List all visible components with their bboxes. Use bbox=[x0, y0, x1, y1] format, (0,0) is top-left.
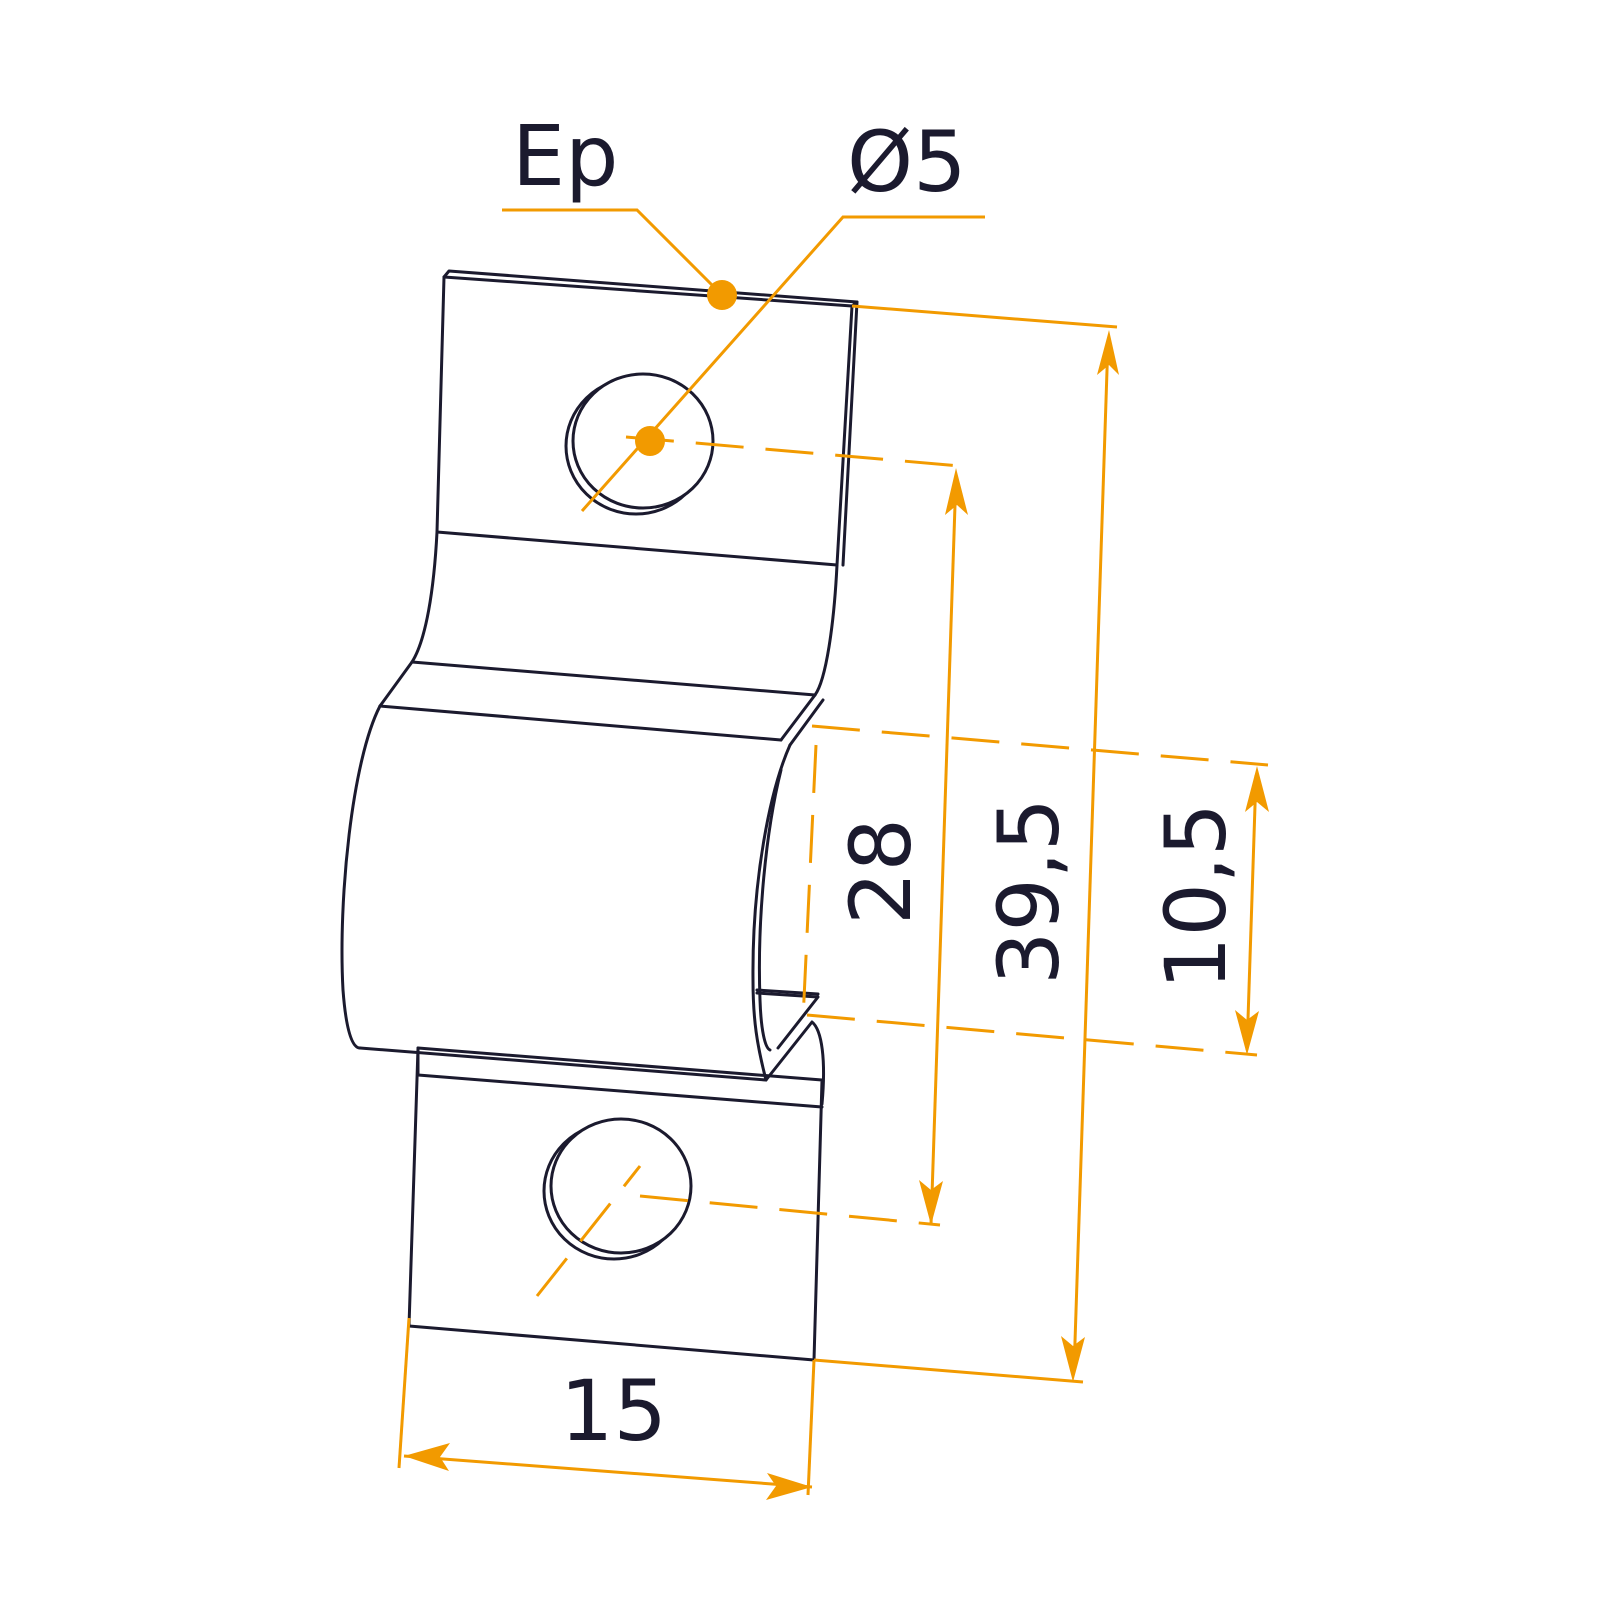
lower-hole-centerline bbox=[639, 1194, 941, 1227]
width-arrow-right bbox=[766, 1473, 812, 1500]
ep-leader bbox=[502, 208, 724, 297]
bracket-outline bbox=[340, 269, 859, 1362]
right-height-arrow-bottom bbox=[1235, 1010, 1259, 1055]
label-hole-diameter: Ø5 bbox=[847, 113, 967, 211]
right-height-dim bbox=[1245, 774, 1258, 1051]
label-hole-spacing: 39,5 bbox=[980, 798, 1078, 985]
saddle-top-line bbox=[378, 704, 783, 742]
hole-spacing-dim bbox=[929, 474, 958, 1226]
dimension-lines bbox=[397, 208, 1269, 1500]
tube-ext-bottom bbox=[806, 1013, 1258, 1057]
ep-leader-dot bbox=[707, 280, 737, 310]
total-height-arrow-top bbox=[1097, 330, 1119, 375]
label-width: 15 bbox=[560, 1362, 667, 1460]
width-ext-left bbox=[397, 1317, 411, 1469]
top-right-edge bbox=[841, 300, 859, 567]
hole-diameter-leader bbox=[580, 215, 985, 512]
upper-hole-centerline bbox=[625, 435, 973, 469]
label-tube-diameter: 28 bbox=[832, 818, 930, 925]
total-height-arrow-bottom bbox=[1061, 1336, 1085, 1382]
total-height-dim bbox=[1072, 339, 1110, 1373]
lower-bevel bbox=[764, 1020, 825, 1106]
width-ext-right bbox=[806, 1359, 816, 1496]
dimension-labels: Ep Ø5 15 28 39,5 10,5 bbox=[512, 107, 1245, 1460]
width-dim bbox=[403, 1454, 813, 1489]
total-height-ext-bottom bbox=[813, 1358, 1084, 1384]
label-total-height: 10,5 bbox=[1147, 803, 1245, 990]
lower-lip bbox=[755, 991, 820, 1050]
upper-band bbox=[410, 660, 817, 697]
hole-spacing-arrow-top bbox=[945, 468, 968, 515]
upper-bevel-right-inner bbox=[788, 698, 825, 747]
saddle-right-curve-inner bbox=[757, 768, 783, 1052]
tube-axis bbox=[801, 744, 818, 1021]
right-height-arrow-top bbox=[1245, 766, 1269, 812]
hole-spacing-arrow-bottom bbox=[919, 1180, 943, 1225]
tube-ext-top bbox=[811, 724, 1269, 767]
saddle-bottom-line bbox=[358, 1046, 768, 1082]
upper-transition-right bbox=[813, 563, 839, 697]
saddle-left-curve bbox=[340, 704, 382, 1050]
top-edge-thickness bbox=[442, 269, 859, 308]
total-height-ext-top bbox=[851, 304, 1118, 329]
lower-hole-axis bbox=[535, 1165, 642, 1297]
label-thickness: Ep bbox=[512, 107, 618, 205]
upper-bevel-left bbox=[378, 660, 414, 708]
width-arrow-left bbox=[404, 1443, 450, 1471]
lower-plate-edge bbox=[416, 1073, 824, 1109]
upper-bevel-right bbox=[779, 693, 817, 742]
saddle-right-curve bbox=[751, 743, 792, 1082]
lower-lip-top bbox=[755, 988, 820, 996]
lower-hole bbox=[549, 1117, 693, 1255]
hole-center-dot bbox=[635, 426, 665, 456]
upper-transition-left bbox=[410, 530, 439, 664]
